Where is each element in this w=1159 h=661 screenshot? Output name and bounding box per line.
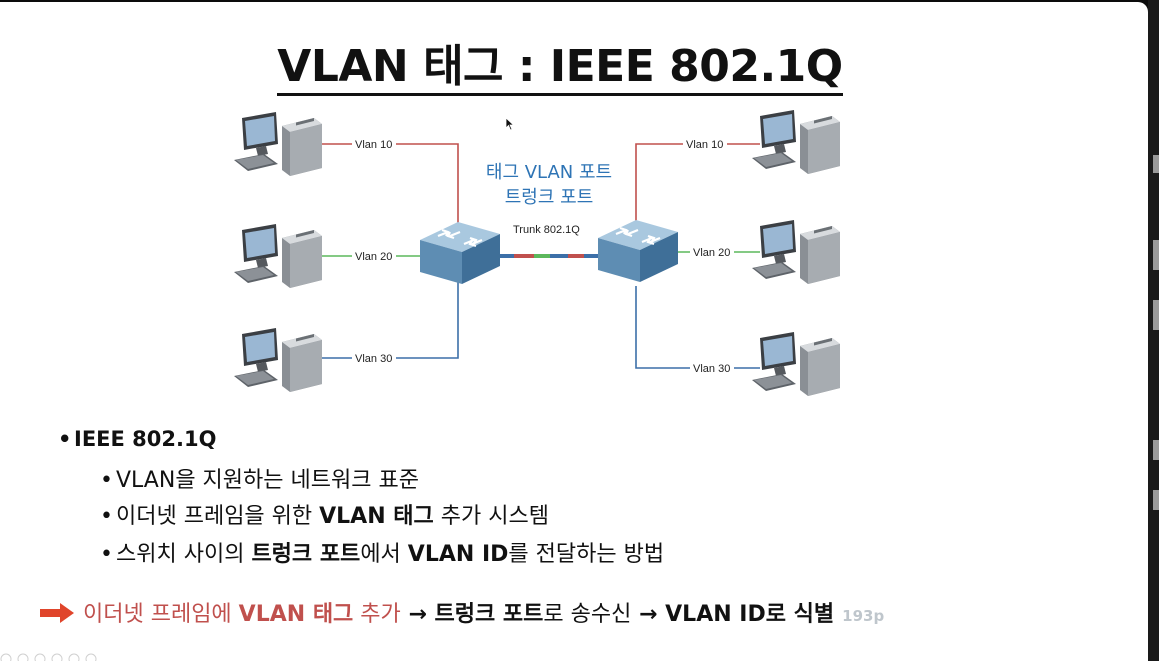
- bullet-dot-icon: •: [58, 427, 72, 451]
- page-number: 193p: [842, 607, 885, 625]
- wire-right-vlan30: [635, 286, 760, 369]
- pc-left-3-icon: [234, 328, 322, 392]
- slide-title: VLAN 태그 : IEEE 802.1Q: [0, 30, 1120, 96]
- bullet-dot-icon: •: [100, 468, 113, 493]
- mouse-cursor-icon: [505, 116, 515, 135]
- wire-left-vlan10: [320, 143, 459, 224]
- red-arrow-icon: [40, 603, 74, 623]
- switch-left-icon: [418, 220, 502, 286]
- pc-right-3-icon: [752, 332, 840, 396]
- slide-toolbar[interactable]: [0, 650, 130, 661]
- trunk-label: Trunk 802.1Q: [513, 224, 580, 236]
- bullet-ieee: •IEEE 802.1Q: [58, 427, 217, 451]
- bullet-dot-icon: •: [100, 542, 113, 567]
- pc-left-1-icon: [234, 112, 322, 176]
- pc-right-2-icon: [752, 220, 840, 284]
- window-edge: [1148, 0, 1159, 661]
- network-diagram: Vlan 10 Vlan 20 Vlan 30 Vlan 10 Vlan 20 …: [234, 110, 840, 396]
- left-vlan30-label: Vlan 30: [355, 353, 392, 365]
- pc-right-1-icon: [752, 110, 840, 174]
- wire-right-vlan10: [635, 143, 760, 224]
- right-vlan20-label: Vlan 20: [693, 247, 730, 259]
- right-vlan30-label: Vlan 30: [693, 363, 730, 375]
- switch-right-icon: [596, 218, 680, 284]
- pc-left-2-icon: [234, 224, 322, 288]
- tag-port-label: 태그 VLAN 포트: [486, 162, 612, 183]
- wire-left-vlan30: [320, 282, 459, 359]
- left-vlan20-label: Vlan 20: [355, 251, 392, 263]
- bullet-dot-icon: •: [100, 504, 113, 529]
- subbullet-3: •스위치 사이의 트렁크 포트에서 VLAN ID를 전달하는 방법: [100, 542, 665, 567]
- left-vlan10-label: Vlan 10: [355, 139, 392, 151]
- trunk-port-label: 트렁크 포트: [505, 187, 594, 208]
- right-vlan10-label: Vlan 10: [686, 139, 723, 151]
- summary-line: 이더넷 프레임에 VLAN 태그 추가 → 트렁크 포트로 송수신 → VLAN…: [40, 596, 884, 628]
- subbullet-2: •이더넷 프레임을 위한 VLAN 태그 추가 시스템: [100, 504, 549, 529]
- subbullet-1: •VLAN을 지원하는 네트워크 표준: [100, 468, 419, 493]
